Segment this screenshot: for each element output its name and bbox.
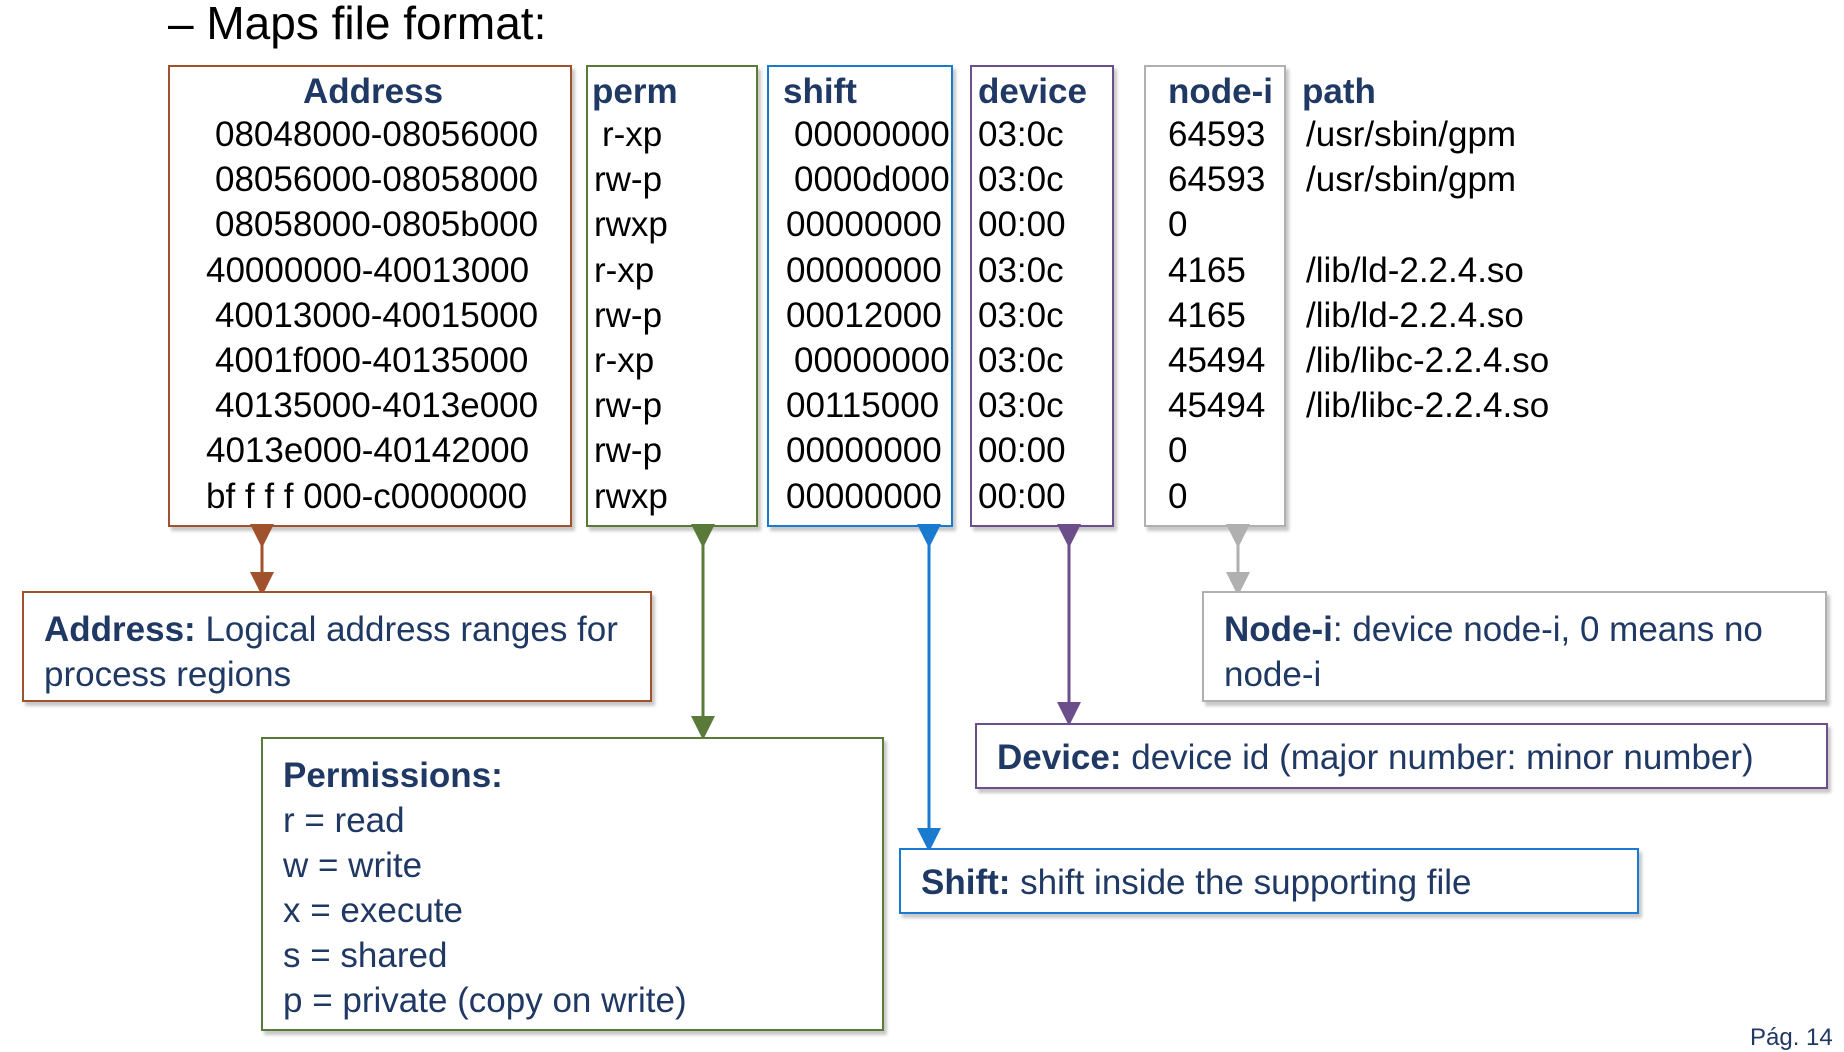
shift-cell: 00000000 — [786, 431, 942, 471]
page-title: – Maps file format: — [168, 0, 547, 49]
perm-cell: r-xp — [594, 341, 655, 380]
path-cell: /usr/sbin/gpm — [1306, 115, 1517, 154]
shift-cell: 00115000 — [786, 386, 940, 426]
page-number: Pág. 14 — [1750, 1024, 1833, 1051]
address-cell: 40013000-40015000 — [215, 295, 539, 335]
permission-line-r: r = read — [283, 801, 405, 840]
shift-header: shift — [783, 72, 857, 111]
address-cell: 08056000-08058000 — [215, 160, 539, 200]
perm-cell: r-xp — [602, 115, 663, 154]
address-term: Address: — [44, 610, 196, 649]
nodei-cell: 4165 — [1168, 295, 1246, 335]
permission-line-w: w = write — [283, 846, 423, 885]
shift-cell: 0000d000 — [794, 160, 950, 200]
nodei-cell: 0 — [1168, 431, 1188, 471]
perm-column-box — [586, 65, 758, 527]
device-cell: 03:0c — [978, 115, 1064, 154]
device-cell: 03:0c — [978, 341, 1064, 380]
perm-cell: rw-p — [594, 386, 663, 426]
address-explanation: Address: Logical address ranges for proc… — [22, 591, 652, 702]
perm-cell: rwxp — [594, 205, 668, 245]
nodei-column-box — [1144, 65, 1286, 527]
address-desc: Logical address ranges for process regio… — [44, 610, 618, 694]
address-cell: 40000000-40013000 — [206, 250, 530, 290]
path-cell: /lib/ld-2.2.4.so — [1306, 295, 1524, 335]
nodei-desc: : device node-i, 0 means no node-i — [1224, 610, 1763, 694]
address-column-box — [168, 65, 572, 527]
device-cell: 00:00 — [978, 205, 1066, 245]
shift-cell: 00000000 — [794, 115, 950, 154]
perm-cell: rw-p — [594, 160, 663, 200]
address-cell: 08048000-08056000 — [215, 115, 539, 154]
shift-desc: shift inside the supporting file — [1010, 863, 1472, 902]
device-desc: device id (major number: minor number) — [1121, 738, 1754, 777]
perm-cell: rw-p — [594, 431, 663, 471]
permission-line-p: p = private (copy on write) — [283, 981, 687, 1020]
address-cell: 40135000-4013e000 — [215, 386, 539, 426]
perm-header: perm — [592, 72, 678, 111]
shift-cell: 00000000 — [794, 341, 950, 380]
address-cell: 08058000-0805b000 — [215, 205, 539, 245]
shift-cell: 00012000 — [786, 295, 942, 335]
path-header: path — [1302, 72, 1376, 111]
address-cell: bf f f f 000-c0000000 — [206, 476, 528, 516]
device-cell: 03:0c — [978, 250, 1064, 290]
device-cell: 00:00 — [978, 476, 1066, 516]
nodei-term: Node-i — [1224, 610, 1333, 649]
address-cell: 4001f000-40135000 — [215, 341, 529, 380]
path-cell: /lib/ld-2.2.4.so — [1306, 250, 1524, 290]
nodei-cell: 45494 — [1168, 341, 1266, 380]
shift-cell: 00000000 — [786, 250, 942, 290]
device-explanation: Device: device id (major number: minor n… — [975, 723, 1828, 789]
shift-cell: 00000000 — [786, 476, 942, 516]
device-cell: 03:0c — [978, 386, 1064, 426]
device-header: device — [978, 72, 1087, 111]
path-cell: /lib/libc-2.2.4.so — [1306, 386, 1550, 426]
address-header: Address — [303, 72, 444, 111]
device-cell: 00:00 — [978, 431, 1066, 471]
nodei-cell: 0 — [1168, 476, 1188, 516]
shift-explanation: Shift: shift inside the supporting file — [899, 848, 1639, 914]
path-cell: /usr/sbin/gpm — [1306, 160, 1517, 200]
nodei-cell: 0 — [1168, 205, 1188, 245]
permission-line-x: x = execute — [283, 891, 463, 930]
permission-line-s: s = shared — [283, 936, 448, 975]
perm-cell: rw-p — [594, 295, 663, 335]
shift-term: Shift: — [921, 863, 1011, 902]
device-column-box — [970, 65, 1114, 527]
path-cell: /lib/libc-2.2.4.so — [1306, 341, 1550, 380]
nodei-header: node-i — [1168, 72, 1273, 111]
perm-cell: r-xp — [594, 250, 655, 290]
device-term: Device: — [997, 738, 1122, 777]
permissions-term: Permissions: — [283, 756, 503, 795]
nodei-cell: 64593 — [1168, 160, 1266, 200]
perm-cell: rwxp — [594, 476, 668, 516]
shift-column-box — [767, 65, 953, 527]
nodei-explanation: Node-i: device node-i, 0 means no node-i — [1202, 591, 1827, 702]
shift-cell: 00000000 — [786, 205, 942, 245]
permissions-explanation: Permissions: r = read w = write x = exec… — [261, 737, 884, 1031]
nodei-cell: 4165 — [1168, 250, 1246, 290]
nodei-cell: 64593 — [1168, 115, 1266, 154]
nodei-cell: 45494 — [1168, 386, 1266, 426]
device-cell: 03:0c — [978, 160, 1064, 200]
device-cell: 03:0c — [978, 295, 1064, 335]
address-cell: 4013e000-40142000 — [206, 431, 530, 471]
